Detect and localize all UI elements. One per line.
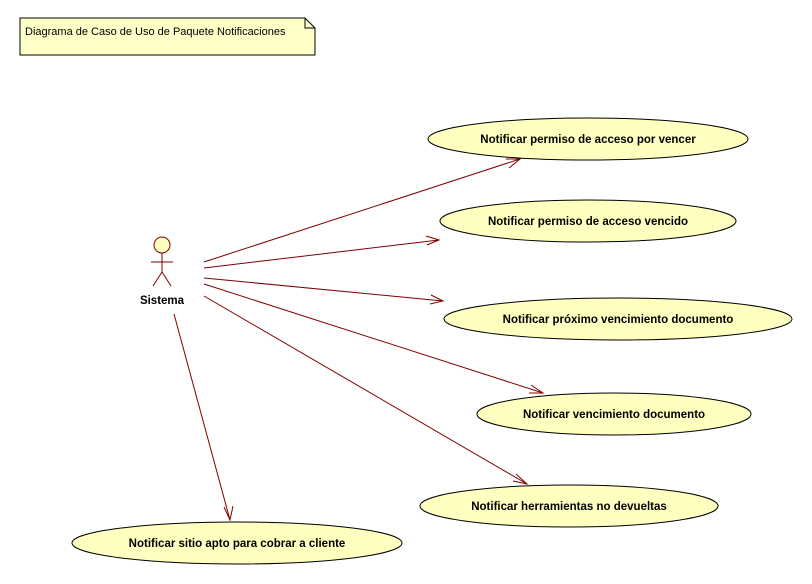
use-case-ellipse	[419, 484, 719, 528]
use-case-4[interactable]: Notificar herramientas no devueltas	[419, 484, 719, 528]
use-case-5[interactable]: Notificar sitio apto para cobrar a clien…	[71, 521, 403, 565]
use-case-ellipse	[427, 117, 749, 161]
actor-leg-left	[152, 271, 163, 287]
arrowhead	[223, 505, 234, 522]
diagram-title-note: Diagrama de Caso de Uso de Paquete Notif…	[19, 17, 316, 56]
arrowhead	[512, 473, 529, 485]
association-line	[173, 313, 231, 521]
association-line	[203, 239, 440, 269]
actor-label: Sistema	[140, 295, 185, 307]
use-case-ellipse	[439, 199, 737, 243]
use-case-3[interactable]: Notificar vencimiento documento	[476, 392, 752, 436]
note-text: Diagrama de Caso de Uso de Paquete Notif…	[25, 26, 286, 38]
use-case-label: Notificar permiso de acceso vencido	[488, 216, 688, 228]
use-case-ellipse	[443, 297, 793, 341]
arrowhead	[429, 294, 445, 305]
use-case-label: Notificar permiso de acceso por vencer	[480, 134, 696, 146]
actor-sistema[interactable]: Sistema	[140, 236, 185, 307]
use-case-label: Notificar herramientas no devueltas	[471, 501, 667, 513]
use-case-ellipse	[71, 521, 403, 565]
note-shape	[19, 17, 316, 56]
arrowhead	[529, 384, 545, 394]
use-case-0[interactable]: Notificar permiso de acceso por vencer	[427, 117, 749, 161]
use-case-1[interactable]: Notificar permiso de acceso vencido	[439, 199, 737, 243]
associations	[173, 158, 545, 522]
actor-head	[153, 236, 171, 254]
note-fold	[304, 18, 315, 29]
use-case-2[interactable]: Notificar próximo vencimiento documento	[443, 297, 793, 341]
actor-leg-right	[161, 271, 172, 287]
arrowhead	[506, 158, 522, 169]
arrowhead	[425, 235, 441, 246]
use-case-ellipse	[476, 392, 752, 436]
association-line	[203, 283, 544, 394]
association-line	[203, 158, 521, 263]
association-line	[203, 295, 528, 485]
use-case-label: Notificar sitio apto para cobrar a clien…	[129, 538, 346, 550]
use-case-label: Notificar próximo vencimiento documento	[503, 314, 734, 326]
association-line	[203, 277, 444, 302]
use-case-label: Notificar vencimiento documento	[523, 409, 705, 421]
